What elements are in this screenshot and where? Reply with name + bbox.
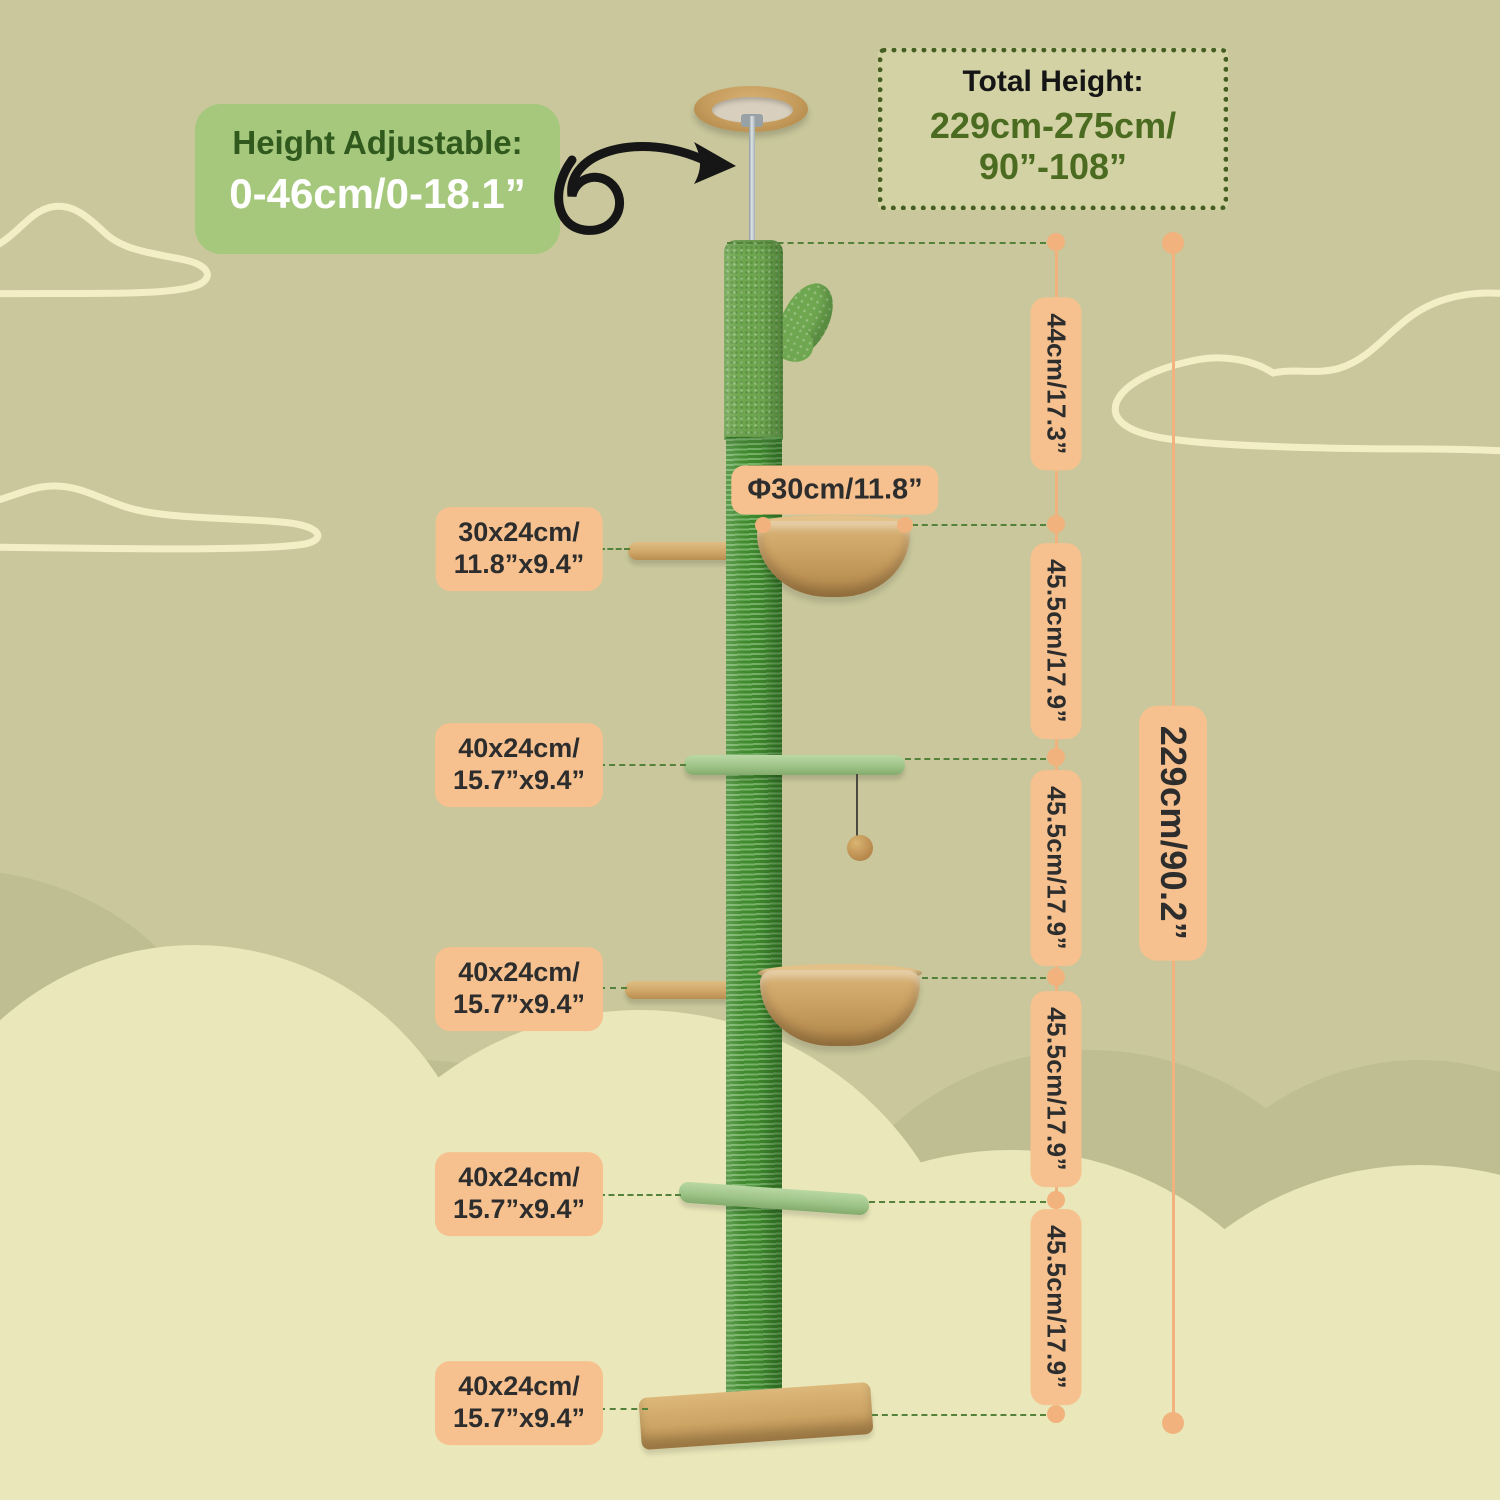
cloud-outline-top-right <box>1111 289 1500 455</box>
size-label-line1: 30x24cm/ <box>458 517 580 548</box>
toy-ball <box>847 835 873 861</box>
total-height-value-line1: 229cm-275cm/ <box>929 105 1177 146</box>
measure-dot-total-top <box>1162 232 1184 254</box>
dash-line-platform-mid-left <box>599 764 686 766</box>
total-height-value: 229cm-275cm/ 90”-108” <box>883 105 1223 188</box>
size-label-line2: 11.8”x9.4” <box>453 549 585 579</box>
measure-dot <box>1047 515 1065 533</box>
tension-rod <box>749 116 755 246</box>
dash-line-hammock-lower-left <box>599 987 627 989</box>
size-label-top-hammock: 30x24cm/ 11.8”x9.4” <box>435 507 603 591</box>
dash-line-hammock-lower-right <box>922 977 1046 979</box>
toy-string <box>856 774 858 837</box>
sisal-scratching-pole <box>726 437 782 1425</box>
diameter-dot-right <box>897 517 913 533</box>
dash-line-platform-lower-left <box>599 1194 681 1196</box>
size-label-line1: 40x24cm/ <box>458 957 580 988</box>
size-label-lower-platform: 40x24cm/ 15.7”x9.4” <box>434 1152 604 1236</box>
dash-line-base-left <box>599 1408 648 1410</box>
size-label-line1: 40x24cm/ <box>458 1371 580 1402</box>
dash-line-base-right <box>872 1414 1046 1416</box>
cloud-outline-mid-left <box>0 482 322 553</box>
size-label-line2: 15.7”x9.4” <box>452 989 586 1019</box>
dash-line-top <box>727 242 1046 244</box>
size-label-line2: 15.7”x9.4” <box>452 765 586 795</box>
size-label-lower-hammock: 40x24cm/ 15.7”x9.4” <box>434 947 604 1031</box>
measure-dot <box>1047 1191 1065 1209</box>
measure-dot <box>1047 968 1065 986</box>
platform-middle <box>684 755 905 775</box>
height-adjustable-title: Height Adjustable: <box>232 124 523 161</box>
size-label-line1: 40x24cm/ <box>458 733 580 764</box>
measure-dot <box>1047 1405 1065 1423</box>
dash-line-hammock-top-left <box>599 548 630 550</box>
size-label-line2: 15.7”x9.4” <box>452 1403 586 1433</box>
size-label-line1: 40x24cm/ <box>458 1162 580 1193</box>
hammock-diameter-label: Φ30cm/11.8” <box>731 465 939 515</box>
total-height-title: Total Height: <box>962 65 1144 98</box>
cactus-top-pole <box>724 240 783 440</box>
measure-dot <box>1047 748 1065 766</box>
dash-line-hammock-top-right <box>912 524 1046 526</box>
measure-dot-total-bottom <box>1162 1412 1184 1434</box>
total-height-callout: Total Height: 229cm-275cm/ 90”-108” <box>878 48 1228 210</box>
size-label-middle-platform: 40x24cm/ 15.7”x9.4” <box>434 723 604 807</box>
size-label-base: 40x24cm/ 15.7”x9.4” <box>434 1361 604 1445</box>
dash-line-platform-lower-right <box>869 1201 1046 1203</box>
measure-dot <box>1047 233 1065 251</box>
dash-line-platform-mid-right <box>905 758 1046 760</box>
diameter-dot-left <box>755 517 771 533</box>
height-adjustable-callout: Height Adjustable: 0-46cm/0-18.1” <box>195 104 560 254</box>
cloud-outline-top-left <box>0 202 211 298</box>
total-height-value-line2: 90”-108” <box>978 146 1128 188</box>
size-label-line2: 15.7”x9.4” <box>452 1194 586 1224</box>
height-adjustable-value: 0-46cm/0-18.1” <box>229 170 526 217</box>
